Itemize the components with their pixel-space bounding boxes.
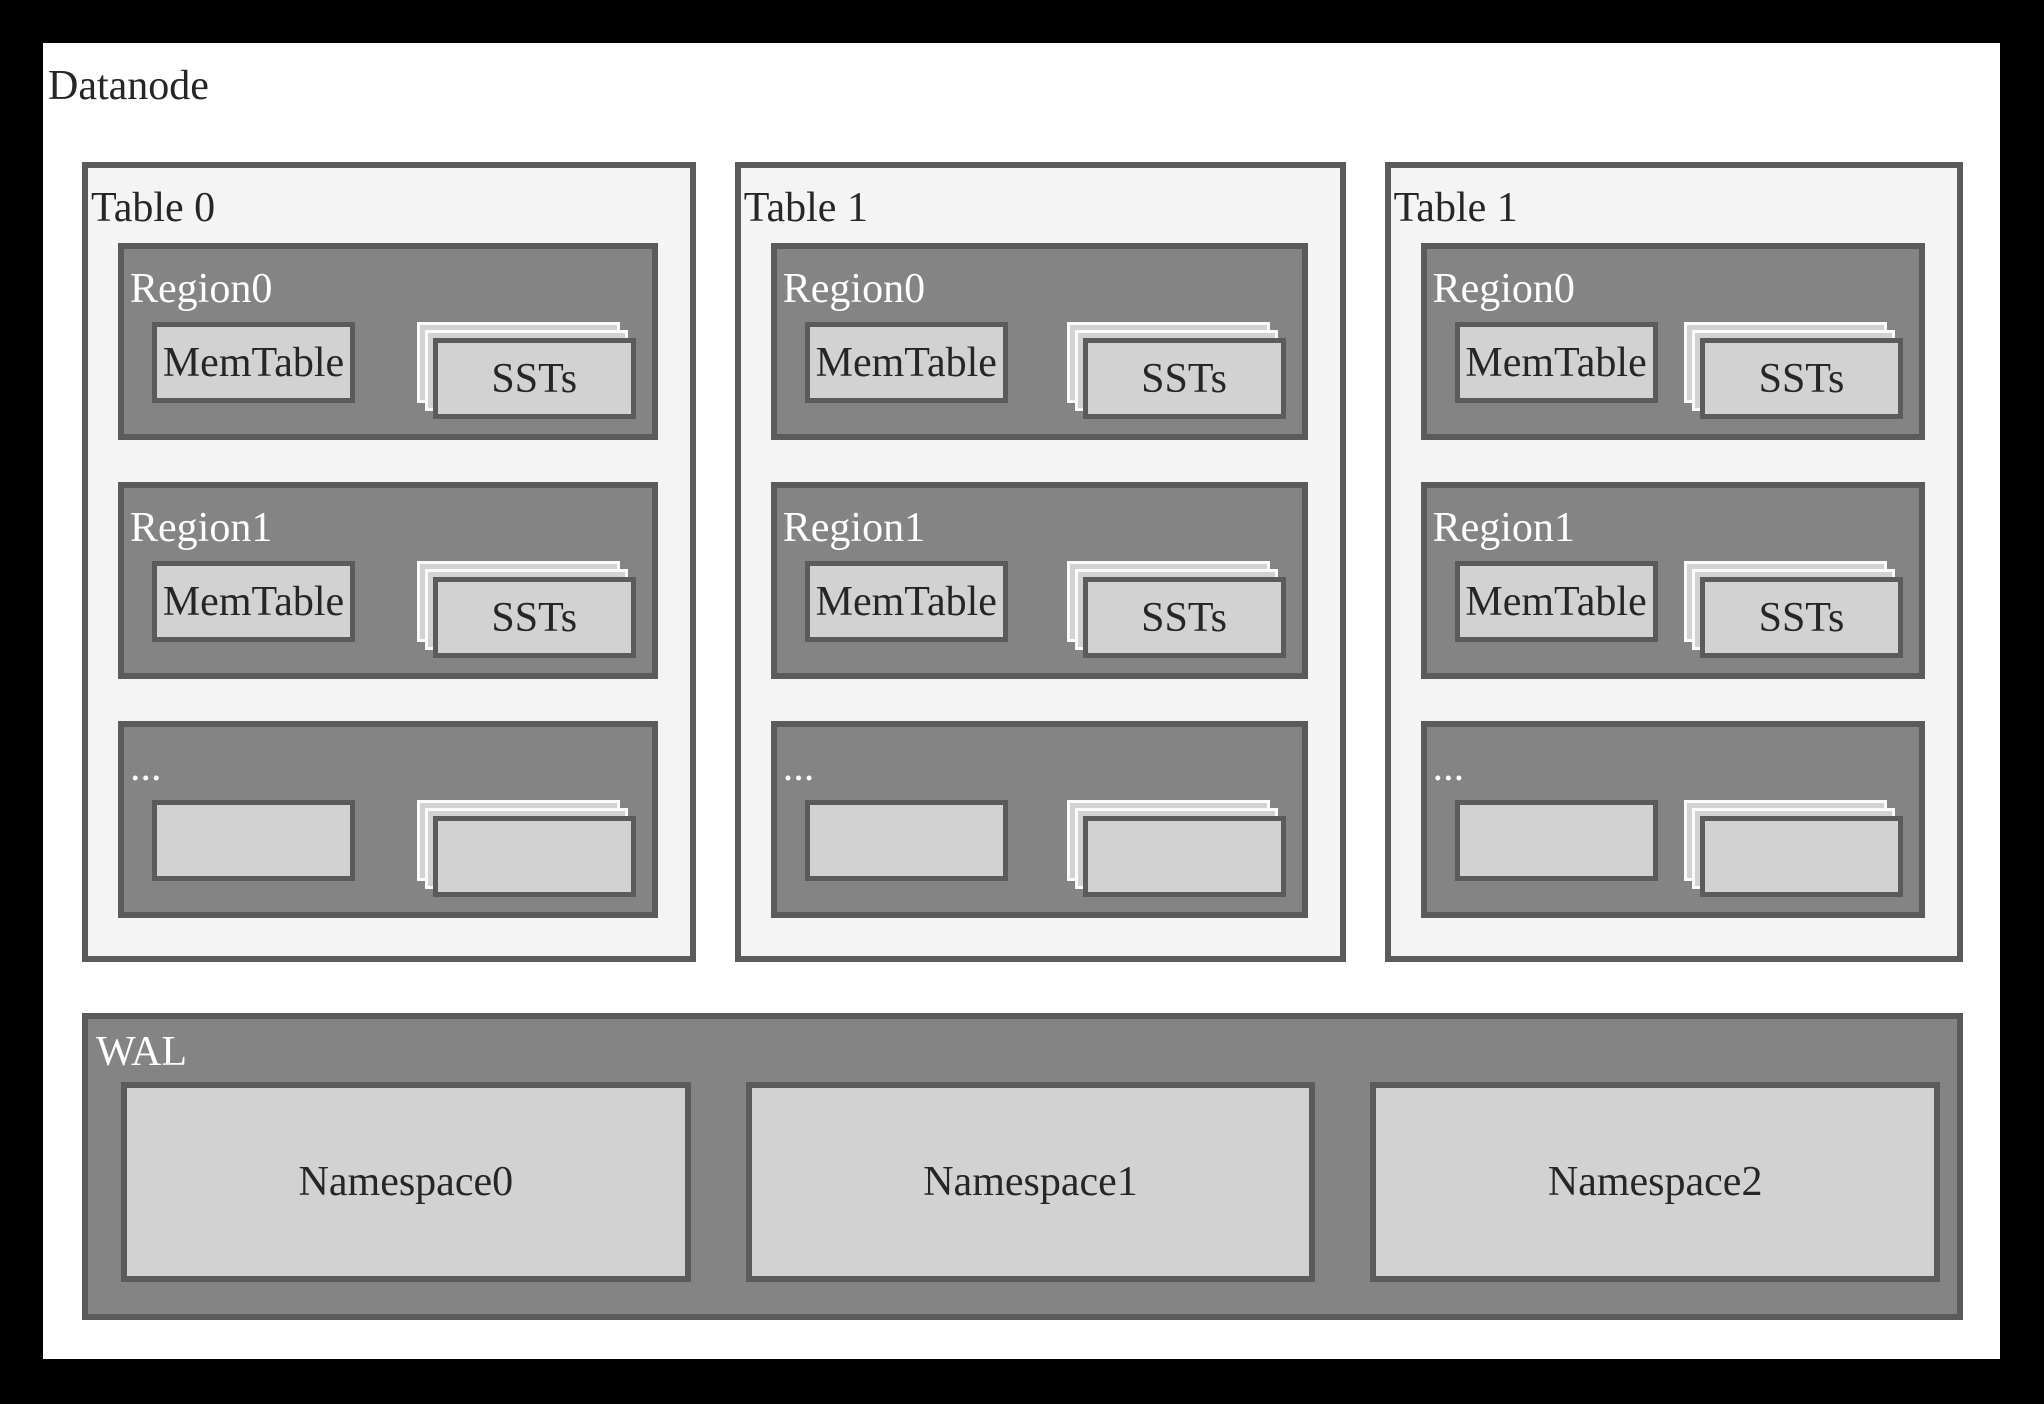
memtable-box: MemTable (152, 322, 355, 403)
region-title: Region1 (782, 505, 926, 551)
region-box: Region0 MemTable SSTs (118, 243, 658, 440)
ssts-stack-empty (416, 800, 636, 897)
table-card: Table 0 Region0 MemTable SSTs Region1 Me… (82, 162, 696, 962)
memtable-box: MemTable (1454, 322, 1658, 403)
region-title: Region1 (1432, 505, 1575, 551)
region-title: ... (1432, 744, 1465, 790)
ssts-stack: SSTs (416, 561, 636, 658)
region-box-ellipsis: ... (770, 721, 1308, 918)
wal-box: WAL Namespace0 Namespace1 Namespace2 (82, 1013, 1963, 1320)
region-title: Region0 (782, 266, 926, 312)
memtable-box-empty (1454, 800, 1658, 881)
table-title: Table 0 (91, 185, 216, 231)
table-card: Table 1 Region0 MemTable SSTs Region1 Me… (734, 162, 1346, 962)
ssts-stack: SSTs (1066, 322, 1286, 419)
datanode-title: Datanode (48, 63, 209, 109)
ssts-front-box: SSTs (1700, 338, 1903, 419)
regions-column: Region0 MemTable SSTs Region1 MemTable S… (1420, 243, 1925, 918)
namespace-box: Namespace1 (745, 1082, 1316, 1282)
table-title: Table 1 (1393, 185, 1518, 231)
ssts-stack: SSTs (416, 322, 636, 419)
wal-title: WAL (96, 1029, 187, 1075)
region-title: ... (782, 744, 815, 790)
ssts-front-box: SSTs (432, 577, 636, 658)
region-box: Region1 MemTable SSTs (1420, 482, 1925, 679)
ssts-front-box: SSTs (1082, 577, 1286, 658)
ssts-front-box (1700, 816, 1903, 897)
namespaces-row: Namespace0 Namespace1 Namespace2 (121, 1082, 1941, 1282)
datanode-panel: Datanode Table 0 Region0 MemTable SSTs R… (43, 43, 2000, 1359)
regions-column: Region0 MemTable SSTs Region1 MemTable S… (118, 243, 658, 918)
tables-row: Table 0 Region0 MemTable SSTs Region1 Me… (82, 162, 1963, 962)
namespace-box: Namespace2 (1370, 1082, 1941, 1282)
memtable-box: MemTable (804, 561, 1008, 642)
memtable-box-empty (152, 800, 355, 881)
ssts-stack: SSTs (1066, 561, 1286, 658)
ssts-front-box: SSTs (1082, 338, 1286, 419)
memtable-box: MemTable (1454, 561, 1658, 642)
memtable-box-empty (804, 800, 1008, 881)
ssts-front-box (1082, 816, 1286, 897)
region-title: Region1 (130, 505, 273, 551)
ssts-front-box (432, 816, 636, 897)
ssts-front-box: SSTs (1700, 577, 1903, 658)
region-box: Region1 MemTable SSTs (770, 482, 1308, 679)
ssts-stack: SSTs (1684, 322, 1903, 419)
region-box-ellipsis: ... (118, 721, 658, 918)
ssts-front-box: SSTs (432, 338, 636, 419)
memtable-box: MemTable (152, 561, 355, 642)
region-box: Region0 MemTable SSTs (770, 243, 1308, 440)
region-title: Region0 (1432, 266, 1575, 312)
region-title: ... (130, 744, 162, 790)
ssts-stack-empty (1684, 800, 1903, 897)
regions-column: Region0 MemTable SSTs Region1 MemTable S… (770, 243, 1308, 918)
ssts-stack-empty (1066, 800, 1286, 897)
region-box: Region0 MemTable SSTs (1420, 243, 1925, 440)
namespace-box: Namespace0 (121, 1082, 691, 1282)
region-box-ellipsis: ... (1420, 721, 1925, 918)
table-card: Table 1 Region0 MemTable SSTs Region1 Me… (1384, 162, 1963, 962)
ssts-stack: SSTs (1684, 561, 1903, 658)
memtable-box: MemTable (804, 322, 1008, 403)
table-title: Table 1 (743, 185, 868, 231)
region-box: Region1 MemTable SSTs (118, 482, 658, 679)
region-title: Region0 (130, 266, 273, 312)
